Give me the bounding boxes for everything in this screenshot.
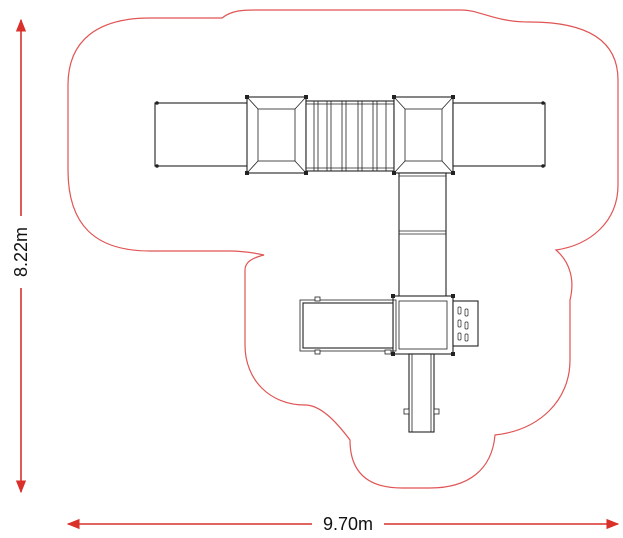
bridge [305,100,395,172]
right-slide [452,101,546,168]
width-dimension-label: 9.70m [323,514,373,534]
entry-ladder [403,353,440,433]
left-slide [154,101,249,168]
width-dimension: 9.70m [66,514,620,534]
safety-zone-outline [67,9,619,489]
right-tower-platform [392,95,455,175]
lower-tower [391,294,455,356]
climbing-panel [452,300,479,347]
crawl-tunnel [398,172,447,298]
height-dimension: 8.22m [11,18,31,494]
height-dimension-label: 8.22m [11,227,31,277]
left-tower-platform [245,95,308,175]
lower-left-ramp [299,296,397,355]
play-structure [154,95,546,433]
